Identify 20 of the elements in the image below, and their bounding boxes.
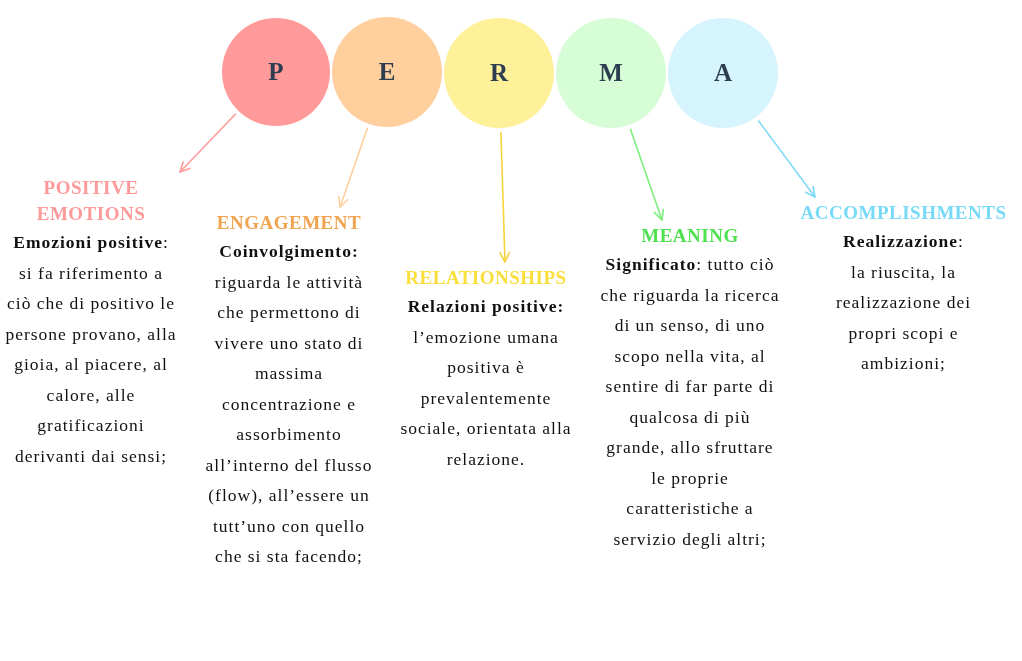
arrow <box>629 127 665 221</box>
letter-label: P <box>268 58 284 86</box>
arrow <box>179 113 237 173</box>
letter-label: M <box>599 59 623 87</box>
heading: ENGAGEMENT <box>215 211 363 235</box>
heading: ACCOMPLISHMENTS <box>799 201 1008 225</box>
arrow <box>757 119 816 198</box>
description-text: Significato: tutto ciò che riguarda la ricerca di un senso, di uno scopo nella vita, al sentire di far parte di qualcosa di più grande, allo sfruttare le proprie caratteristiche a servizio degli altri; <box>599 253 781 551</box>
letter-label: A <box>713 59 733 87</box>
description-text: Realizzazione: la riuscita, la realizzazione dei propri scopi e ambizioni; <box>835 230 972 375</box>
heading: RELATIONSHIPS <box>404 266 568 290</box>
heading: POSITIVE EMOTIONS <box>35 176 147 226</box>
letter-label: E <box>378 58 396 86</box>
description-text: Coinvolgimento: riguarda le attività che permettono di vivere uno stato di massima concentrazione e assorbimento all’interno del flusso (flow), all’essere un tutt’uno con quello che si sta facendo; <box>204 240 374 568</box>
letter-label: R <box>489 59 509 87</box>
arrow <box>337 126 369 208</box>
heading: MEANING <box>640 224 740 248</box>
description-text: Emozioni positive: si fa riferimento a ciò che di positivo le persone provano, alla gioia, al piacere, al calore, alle gratificazioni derivanti dai sensi; <box>5 231 177 468</box>
arrow <box>498 131 511 263</box>
description-text: Relazioni positive: l’emozione umana positiva è prevalentemente sociale, orientata alla relazione. <box>399 295 573 471</box>
